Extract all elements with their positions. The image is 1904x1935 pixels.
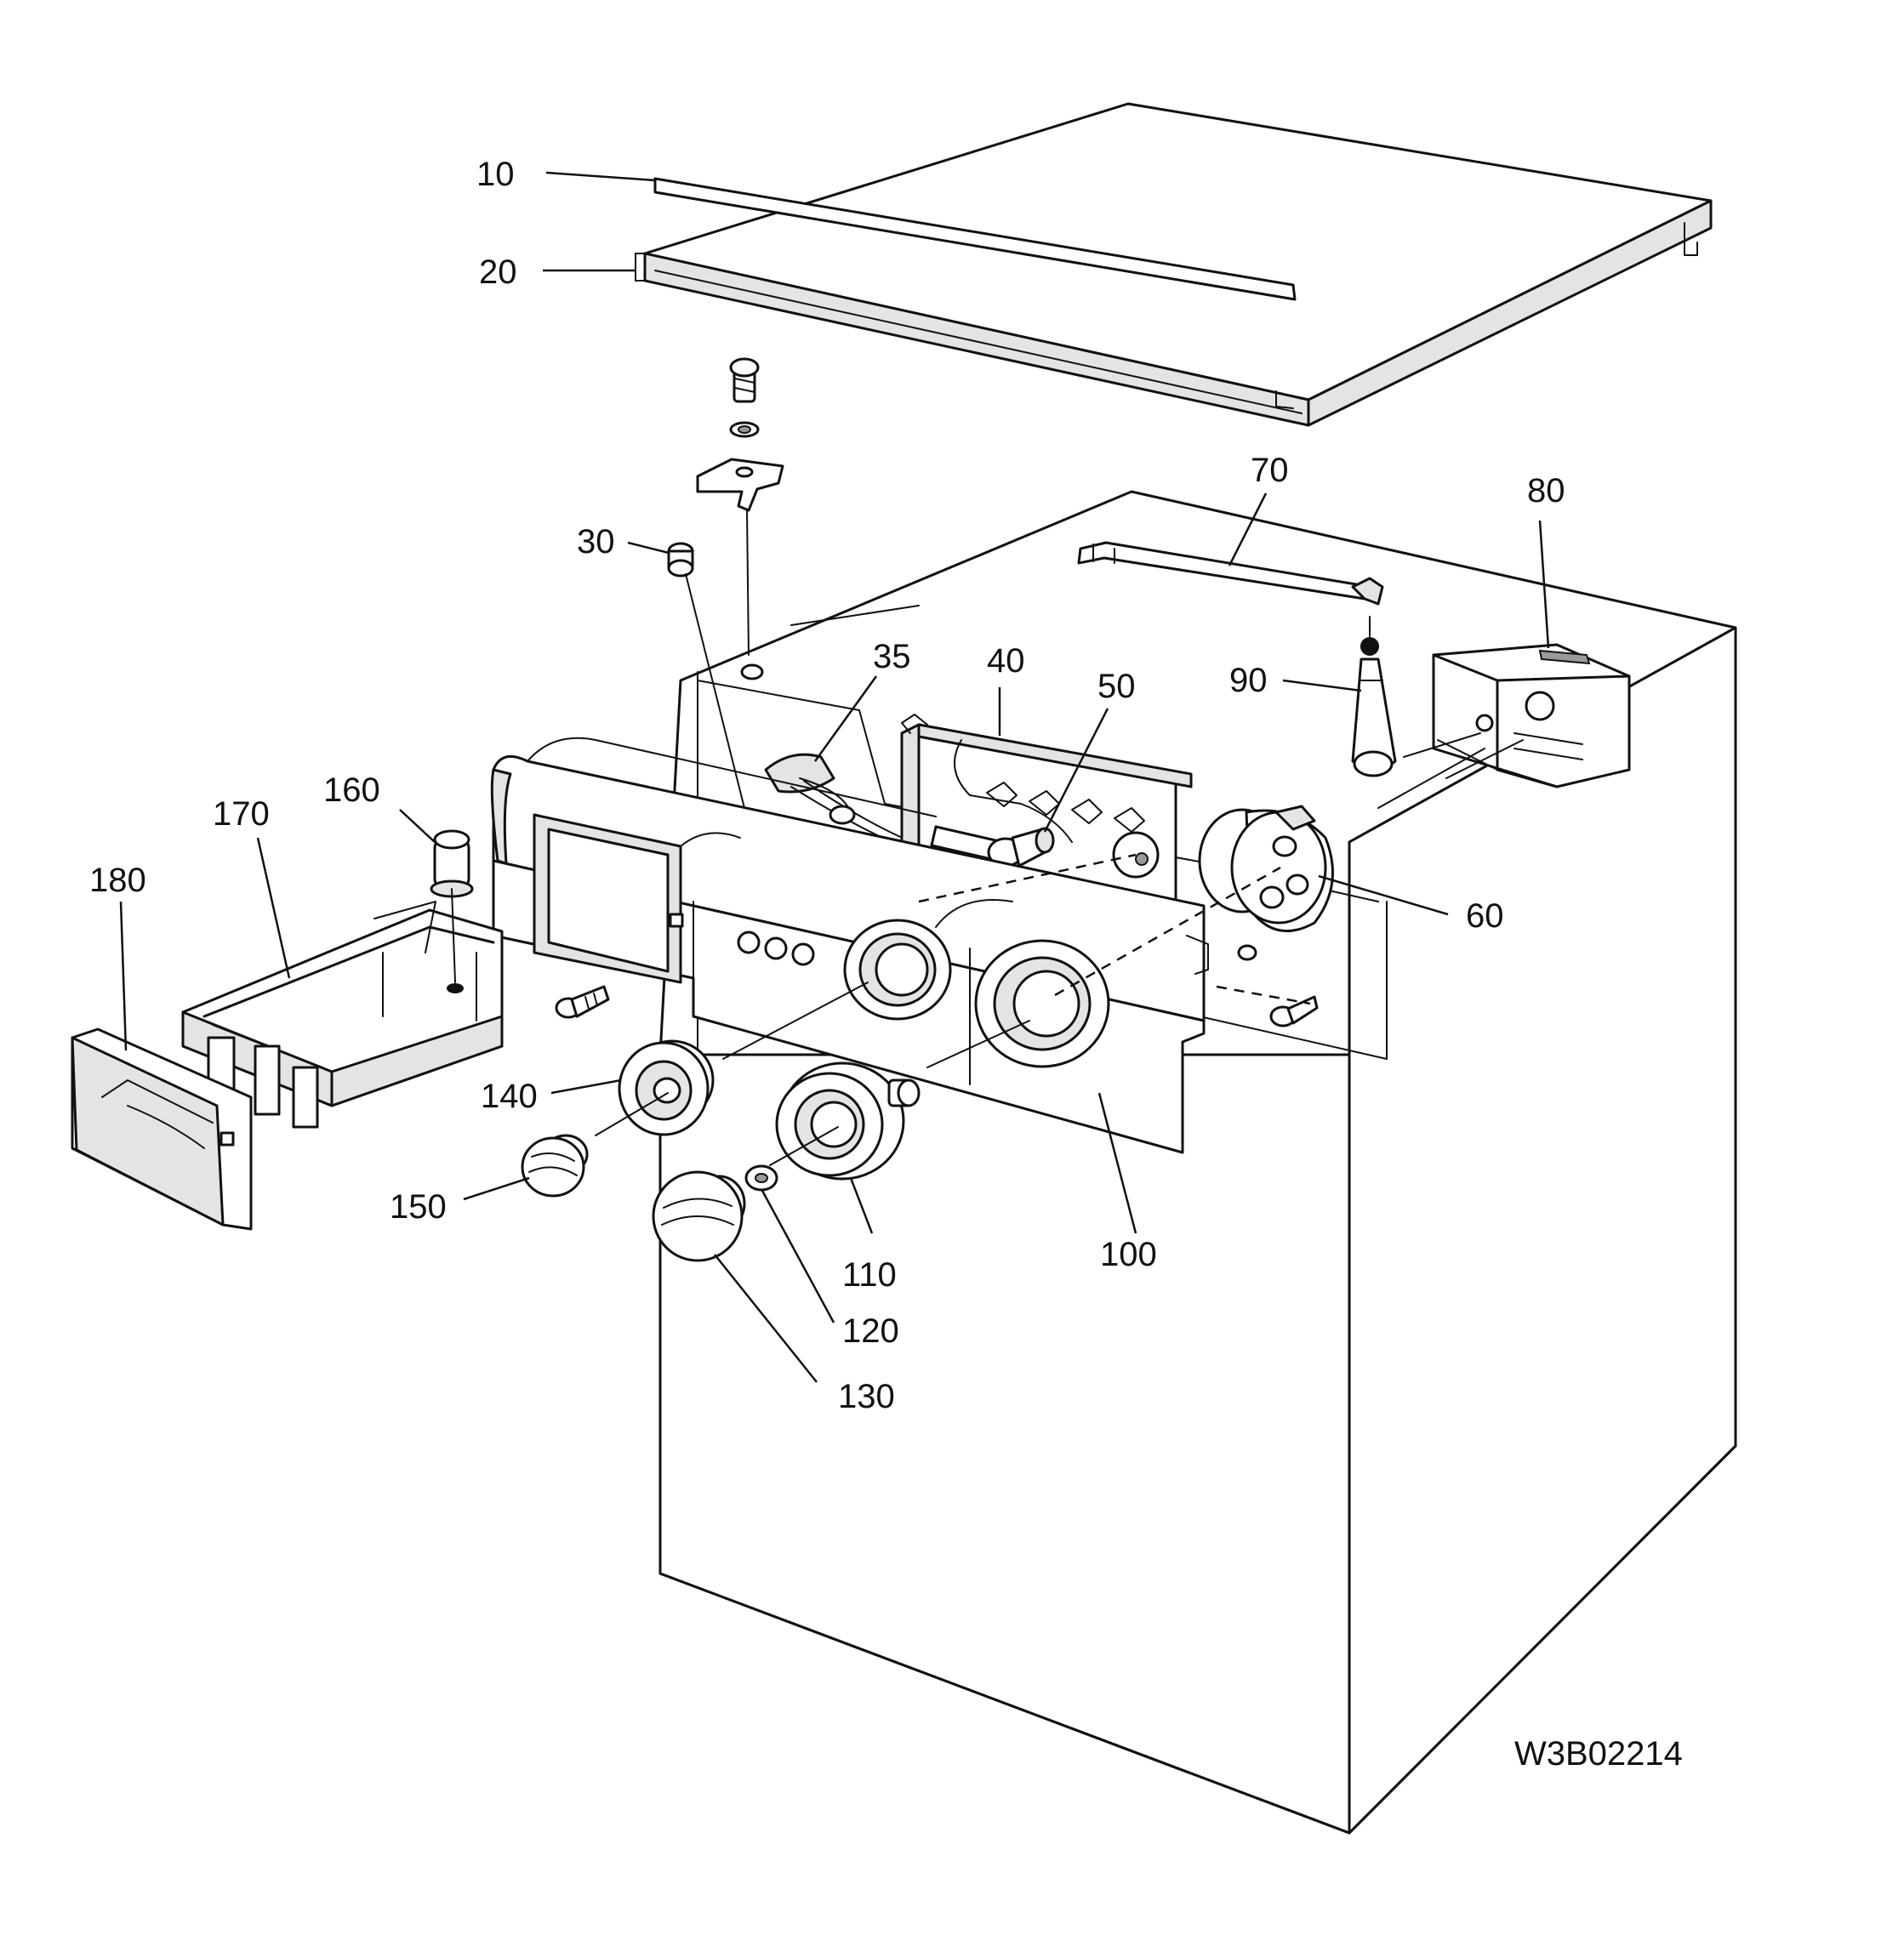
callout-10: 10 bbox=[476, 156, 515, 193]
callout-60: 60 bbox=[1466, 897, 1504, 935]
assembly-lines bbox=[595, 853, 1311, 1166]
callout-100: 100 bbox=[1100, 1236, 1157, 1273]
callout-110: 110 bbox=[842, 1256, 897, 1294]
callout-150: 150 bbox=[390, 1188, 447, 1226]
part-110-large-knob bbox=[775, 1061, 921, 1181]
callout-20: 20 bbox=[479, 253, 517, 291]
drawing-reference-code: W3B02214 bbox=[1514, 1735, 1683, 1773]
part-140-small-knob bbox=[618, 1039, 715, 1136]
callout-90: 90 bbox=[1229, 662, 1268, 699]
callout-70: 70 bbox=[1251, 452, 1289, 489]
callout-80: 80 bbox=[1527, 472, 1565, 509]
part-50-indicator-lamp bbox=[987, 827, 1055, 868]
lid-bracket-assembly bbox=[696, 357, 784, 656]
callout-40: 40 bbox=[987, 642, 1025, 680]
part-30-plug bbox=[667, 542, 750, 826]
callout-160: 160 bbox=[323, 771, 380, 809]
callout-120: 120 bbox=[842, 1312, 899, 1350]
part-180-drawer-front bbox=[71, 1027, 253, 1231]
top-lid bbox=[635, 102, 1713, 427]
callout-35: 35 bbox=[873, 638, 911, 675]
panel-screw-left bbox=[555, 985, 610, 1019]
callout-170: 170 bbox=[213, 795, 270, 833]
part-130-control-knob bbox=[652, 1170, 746, 1262]
part-150-button-cap bbox=[521, 1134, 589, 1198]
callout-30: 30 bbox=[577, 523, 615, 561]
callout-labels: 10 20 30 35 40 50 60 70 80 90 100 110 12… bbox=[89, 156, 1683, 1773]
part-170-dispenser-drawer bbox=[181, 888, 504, 1129]
part-100-control-panel bbox=[490, 737, 1209, 1154]
callout-180: 180 bbox=[89, 862, 146, 899]
part-120-nut bbox=[744, 1164, 778, 1192]
part-160-siphon-cap bbox=[430, 829, 474, 898]
callout-50: 50 bbox=[1097, 668, 1136, 705]
part-90-lever bbox=[1351, 616, 1397, 777]
sealing-strip bbox=[653, 177, 1297, 301]
callout-130: 130 bbox=[838, 1378, 895, 1415]
part-80-bracket bbox=[1377, 643, 1631, 809]
part-60-selector-switch bbox=[1198, 805, 1334, 933]
part-70-cable-strap bbox=[1077, 541, 1384, 606]
callout-140: 140 bbox=[481, 1078, 538, 1115]
leader-lines bbox=[119, 171, 1550, 1383]
